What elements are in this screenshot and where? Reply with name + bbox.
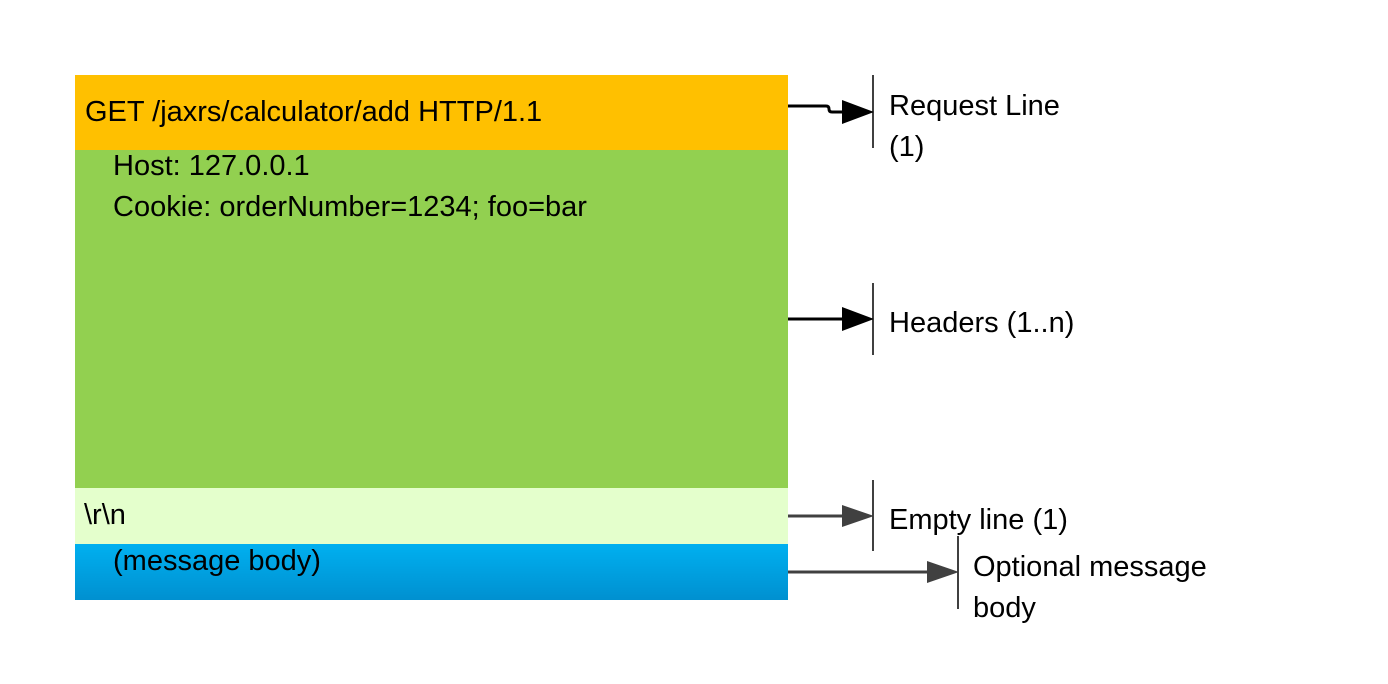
label-empty-line: Empty line (1): [889, 504, 1068, 536]
request-line-block: GET /jaxrs/calculator/add HTTP/1.1: [75, 75, 788, 150]
label-request-line-1: Request Line: [889, 90, 1060, 122]
body-arrowhead: [927, 561, 959, 583]
headers-arrowhead: [842, 307, 874, 331]
empty-line-arrowhead: [842, 505, 874, 527]
label-request-line-2: (1): [889, 131, 925, 163]
label-headers: Headers (1..n): [889, 307, 1075, 339]
message-body-text: (message body): [113, 545, 321, 577]
request-line-arrow: [788, 104, 843, 114]
empty-line-text: \r\n: [84, 499, 126, 531]
headers-block: Host: 127.0.0.1 Cookie: orderNumber=1234…: [75, 150, 788, 488]
header-cookie: Cookie: orderNumber=1234; foo=bar: [113, 191, 587, 223]
request-line-arrowhead: [842, 100, 874, 124]
label-optional-body: Optional message body: [973, 547, 1207, 629]
empty-line-block: \r\n: [75, 488, 788, 544]
request-line-text: GET /jaxrs/calculator/add HTTP/1.1: [85, 96, 543, 128]
header-host: Host: 127.0.0.1: [113, 150, 310, 182]
label-optional-body-1: Optional message: [973, 551, 1207, 583]
message-body-block: (message body): [75, 544, 788, 600]
label-request-line: Request Line (1): [889, 86, 1060, 168]
label-optional-body-2: body: [973, 592, 1036, 624]
